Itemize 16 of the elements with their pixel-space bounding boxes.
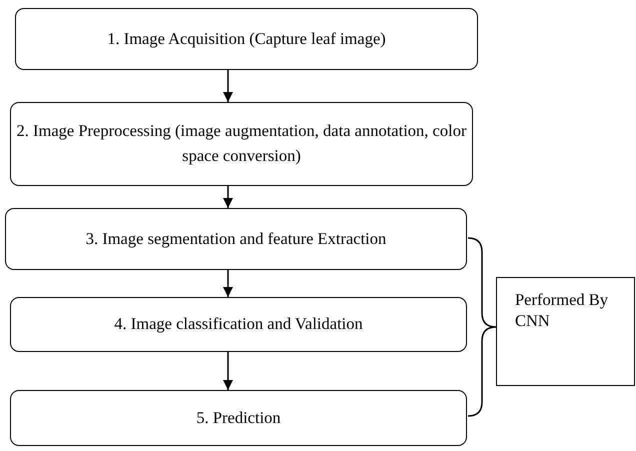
process-box bbox=[10, 102, 473, 186]
process-box bbox=[5, 208, 467, 270]
step-text: 5. Prediction bbox=[196, 406, 281, 429]
step-text: 2. Image Preprocessing (image augmentation, data annotation, color space conversion) bbox=[16, 120, 468, 167]
arrow bbox=[223, 186, 233, 208]
arrow bbox=[223, 352, 233, 390]
step-text: 4. Image classification and Validation bbox=[114, 313, 363, 336]
process-box bbox=[10, 297, 467, 352]
process-box bbox=[10, 390, 467, 446]
note-box bbox=[496, 277, 635, 386]
step-text: Performed By CNN bbox=[515, 290, 610, 332]
arrow bbox=[223, 70, 233, 102]
step-text: 1. Image Acquisition (Capture leaf image) bbox=[107, 28, 386, 50]
step-text: 3. Image segmentation and feature Extraction bbox=[86, 228, 386, 250]
process-box bbox=[15, 8, 478, 70]
arrow bbox=[223, 270, 233, 297]
